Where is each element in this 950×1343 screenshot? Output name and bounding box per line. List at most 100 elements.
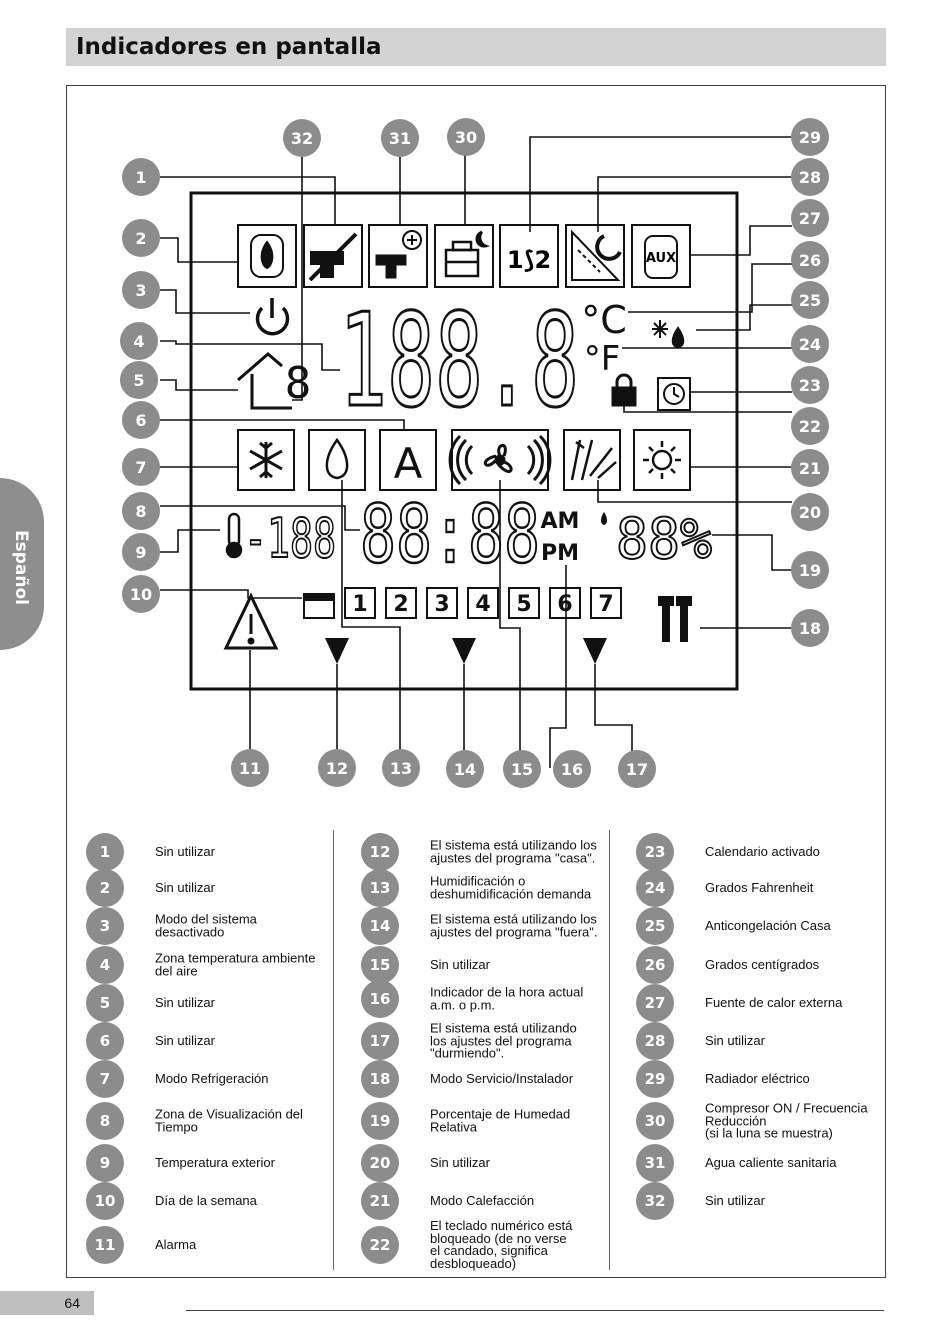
legend-badge: 9 xyxy=(86,1144,124,1182)
callout-number: 10 xyxy=(130,585,152,604)
lcd-diagram: 1⟆2 AUX 8 188.8 °C °F xyxy=(120,118,829,788)
callout-number: 24 xyxy=(799,335,821,354)
legend-badge: 24 xyxy=(636,869,674,907)
weekday-number: 3 xyxy=(434,592,449,617)
legend-badge: 21 xyxy=(361,1182,399,1220)
callout-circle xyxy=(503,750,541,788)
callout-number: 32 xyxy=(291,129,313,148)
legend-badge: 2 xyxy=(86,869,124,907)
fahrenheit-unit: °F xyxy=(584,339,621,379)
legend-item: 9 Temperatura exterior xyxy=(86,1144,346,1182)
legend-text: Día de la semana xyxy=(155,1192,257,1208)
electric-radiator-icon: 1⟆2 xyxy=(507,246,551,274)
callout-circle xyxy=(283,119,321,157)
legend-text: El sistema está utilizando los ajustes d… xyxy=(430,911,598,939)
page-title: Indicadores en pantalla xyxy=(76,34,382,60)
callout-number: 22 xyxy=(799,417,821,436)
legend-badge: 15 xyxy=(361,946,399,984)
callout-number: 23 xyxy=(799,376,821,395)
time-digits: 88:88 xyxy=(360,488,540,581)
callout-circle xyxy=(122,401,160,439)
house-zone-icon xyxy=(237,352,292,410)
legend-text: Porcentaje de Humedad Relativa xyxy=(430,1106,571,1134)
callout-number: 6 xyxy=(135,411,146,430)
legend-text: Sin utilizar xyxy=(155,994,215,1010)
callout-number: 12 xyxy=(326,759,348,778)
callout-circle xyxy=(120,322,158,360)
auto-mode-icon: A xyxy=(394,439,423,488)
shade-moon-icon xyxy=(571,229,622,281)
legend-text: Anticongelación Casa xyxy=(705,917,831,933)
legend-text: Temperatura exterior xyxy=(155,1154,275,1170)
cooling-snowflake-icon xyxy=(249,441,283,479)
callout-circle xyxy=(791,118,829,156)
legend-text: Sin utilizar xyxy=(705,1032,765,1048)
legend-badge: 13 xyxy=(361,869,399,907)
weekday-number: 1 xyxy=(352,592,367,617)
am-indicator: AM xyxy=(541,509,580,534)
weekday-number: 6 xyxy=(557,592,572,617)
aux-heat-source-icon xyxy=(644,235,678,279)
legend-badge: 7 xyxy=(86,1060,124,1098)
callout-circle xyxy=(231,749,269,787)
heating-sun-icon xyxy=(643,441,681,479)
tap-crossed-icon xyxy=(308,232,358,282)
legend-text: Grados centígrados xyxy=(705,956,820,972)
legend-badge: 23 xyxy=(636,833,674,871)
legend-badge: 14 xyxy=(361,907,399,945)
callout-number: 21 xyxy=(799,459,821,478)
callout-number: 18 xyxy=(799,619,821,638)
callout-circle xyxy=(120,361,158,399)
legend-text: Indicador de la hora actual a.m. o p.m. xyxy=(430,984,584,1012)
callout-circle xyxy=(122,448,160,486)
service-tools-icon xyxy=(658,596,692,642)
radiant-icon xyxy=(570,439,617,481)
legend-text: Sin utilizar xyxy=(155,1032,215,1048)
humidity-drop-icon xyxy=(325,437,349,480)
weekday-box xyxy=(549,587,581,619)
weekday-box xyxy=(467,587,499,619)
legend-badge: 4 xyxy=(86,946,124,984)
sleep-program-marker xyxy=(583,638,607,664)
outdoor-temperature-digits: -188 xyxy=(244,507,336,570)
pm-indicator: PM xyxy=(541,541,579,566)
language-tab: Español xyxy=(0,478,44,650)
legend-badge: 1 xyxy=(86,833,124,871)
legend-text: Compresor ON / Frecuencia Reducción (si … xyxy=(705,1100,868,1141)
legend-badge: 22 xyxy=(361,1226,399,1264)
callout-circle xyxy=(122,533,160,571)
program-triangles xyxy=(325,638,607,664)
callout-circle xyxy=(791,449,829,487)
legend-text: El sistema está utilizando los ajustes d… xyxy=(430,1020,577,1061)
callout-circle xyxy=(122,492,160,530)
callout-number: 25 xyxy=(799,291,821,310)
callout-circle xyxy=(382,749,420,787)
callout-number: 7 xyxy=(135,458,146,477)
room-temperature-digits: 188.8 xyxy=(339,287,579,436)
callout-circle xyxy=(446,750,484,788)
page-number: 64 xyxy=(64,1295,80,1311)
callout-number: 27 xyxy=(799,209,821,228)
weekday-box xyxy=(426,587,458,619)
legend-text: Radiador eléctrico xyxy=(705,1070,810,1086)
callout-number: 5 xyxy=(133,371,144,390)
legend-badge: 25 xyxy=(636,907,674,945)
weekday-number: 2 xyxy=(393,592,408,617)
compressor-moon-icon xyxy=(444,230,491,278)
weekday-number: 4 xyxy=(475,592,490,617)
callout-number: 17 xyxy=(626,760,648,779)
legend-text: Modo Refrigeración xyxy=(155,1070,269,1086)
legend-badge: 6 xyxy=(86,1022,124,1060)
callout-circle xyxy=(122,219,160,257)
away-program-marker xyxy=(452,638,476,664)
legend-badge: 30 xyxy=(636,1102,674,1140)
callout-circle xyxy=(791,407,829,445)
callout-number: 3 xyxy=(135,281,146,300)
